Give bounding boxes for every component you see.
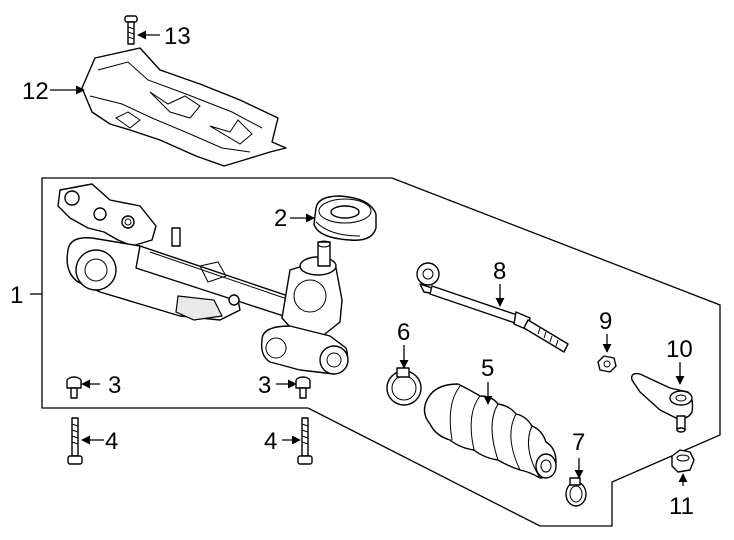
leader-lines (30, 30, 688, 486)
bolt-13[interactable] (124, 15, 138, 45)
bolt-4-right[interactable] (297, 417, 313, 465)
nut-11[interactable] (671, 449, 695, 473)
grommet-2[interactable] (313, 195, 377, 241)
callout-9: 9 (599, 308, 612, 335)
bolt-3-right[interactable] (295, 376, 311, 399)
callout-10: 10 (666, 336, 693, 363)
bolt-3-left[interactable] (66, 376, 82, 399)
heat-shield-12[interactable] (81, 47, 287, 167)
callout-6: 6 (397, 319, 410, 346)
callout-3-left: 3 (108, 372, 121, 399)
callout-13: 13 (164, 23, 191, 50)
callout-4-left: 4 (105, 428, 118, 455)
clamp-7[interactable] (565, 477, 587, 507)
callout-5: 5 (481, 355, 494, 382)
inner-tie-rod-8[interactable] (416, 262, 569, 353)
callout-12: 12 (22, 78, 49, 105)
outer-tie-rod-10[interactable] (630, 372, 694, 433)
callout-1: 1 (10, 282, 23, 309)
bolt-4-left[interactable] (67, 417, 83, 465)
callout-4-right: 4 (264, 428, 277, 455)
callout-8: 8 (493, 258, 506, 285)
callout-11: 11 (669, 493, 694, 520)
boot-5[interactable] (423, 383, 557, 479)
nut-9[interactable] (597, 355, 617, 373)
callout-7: 7 (572, 429, 585, 456)
assembly-outline (41, 177, 721, 527)
callout-3-right: 3 (258, 372, 271, 399)
clamp-6[interactable] (386, 367, 422, 406)
callout-2: 2 (274, 205, 287, 232)
steering-gear-1[interactable] (57, 183, 349, 375)
